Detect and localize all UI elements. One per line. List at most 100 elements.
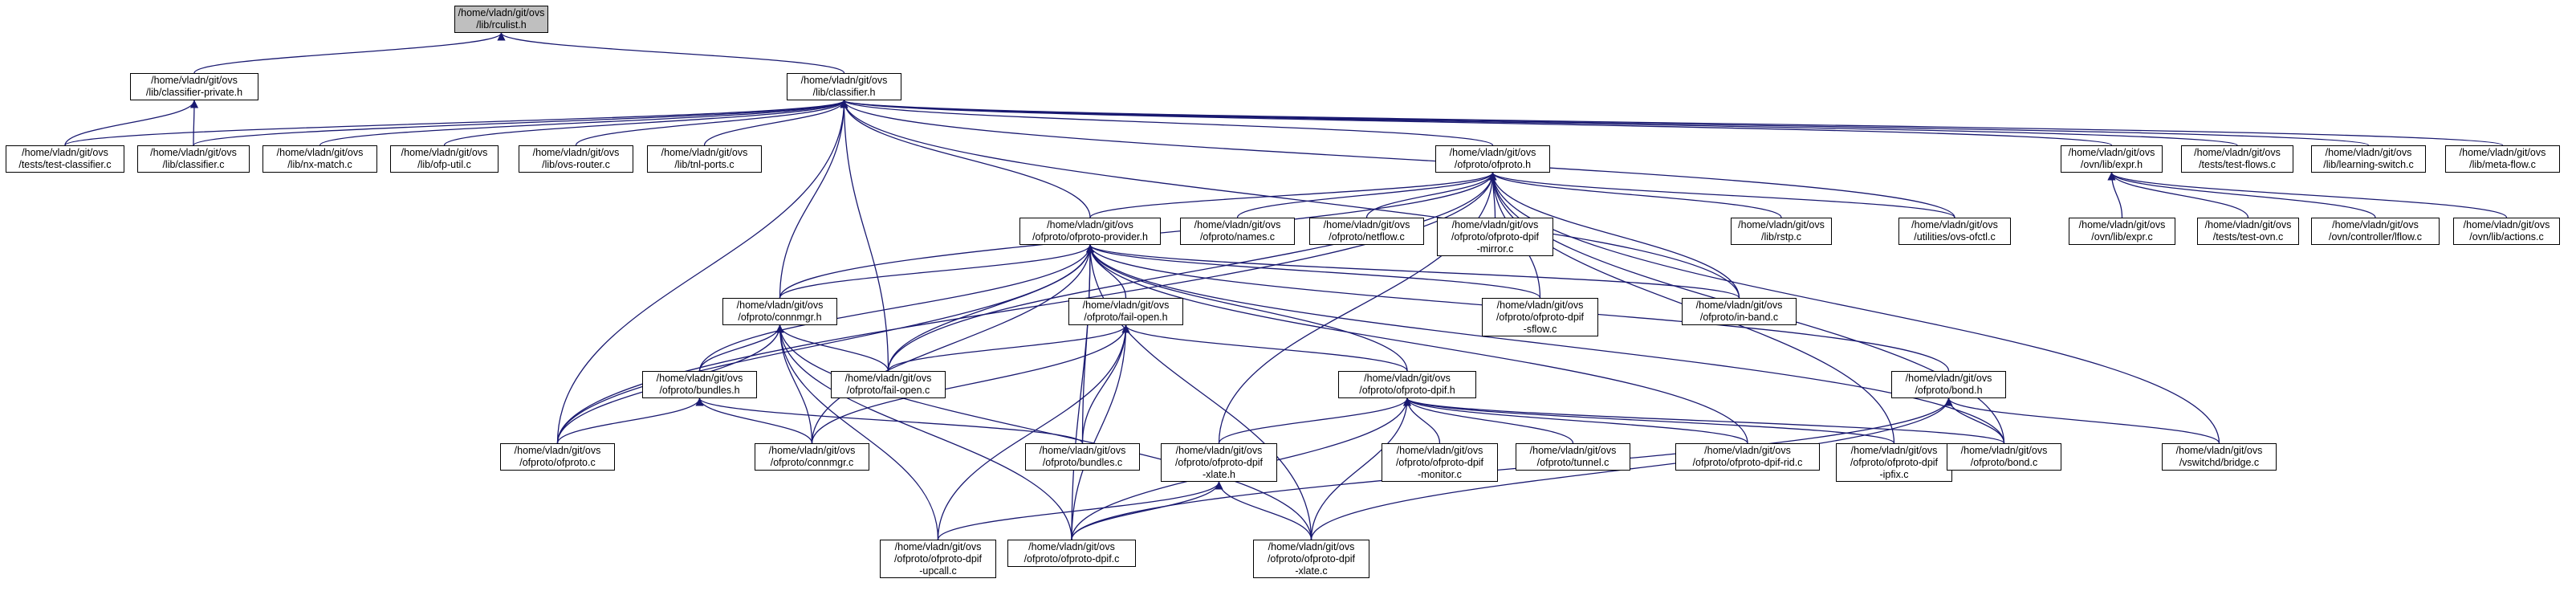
edge-connmgr-c-to-connmgr-h	[775, 324, 813, 444]
node-ofproto-c[interactable]: /home/vladn/git/ovs/ofproto/ofproto.c	[500, 443, 615, 471]
node-label-line: /tests/test-classifier.c	[18, 159, 112, 170]
edge-ofproto-c-to-classifier-h	[556, 100, 848, 444]
edge-connmgr-h-to-classifier-h	[779, 100, 848, 299]
edge-dpif-xlate-c-to-dpif-xlate-h	[1215, 481, 1312, 540]
node-connmgr-h[interactable]: /home/vladn/git/ovs/ofproto/connmgr.h	[722, 298, 837, 325]
node-rstp-c[interactable]: /home/vladn/git/ovs/lib/rstp.c	[1731, 218, 1832, 245]
node-label-line: /ovn/controller/lflow.c	[2328, 231, 2423, 243]
node-rculist-h[interactable]: /home/vladn/git/ovs/lib/rculist.h	[454, 6, 548, 33]
edge-nx-match-c-to-classifier-h	[319, 100, 848, 146]
node-dpif-mirror-c[interactable]: /home/vladn/git/ovs/ofproto/ofproto-dpif…	[1437, 218, 1553, 256]
node-test-flows-c[interactable]: /home/vladn/git/ovs/tests/test-flows.c	[2181, 145, 2293, 173]
node-test-classifier-c[interactable]: /home/vladn/git/ovs/tests/test-classifie…	[6, 145, 124, 173]
node-test-ovn-c[interactable]: /home/vladn/git/ovs/tests/test-ovn.c	[2197, 218, 2299, 245]
node-label-line: /ofproto/fail-open.c	[846, 385, 930, 396]
node-fail-open-c[interactable]: /home/vladn/git/ovs/ofproto/fail-open.c	[831, 371, 946, 398]
node-expr-h[interactable]: /home/vladn/git/ovs/ovn/lib/expr.h	[2061, 145, 2163, 173]
edge-connmgr-h-to-ofproto-provider-h	[779, 244, 1094, 299]
node-label-line: -upcall.c	[919, 565, 957, 577]
node-label-line: /home/vladn/git/ovs	[150, 147, 237, 158]
node-lflow-c[interactable]: /home/vladn/git/ovs/ovn/controller/lflow…	[2311, 218, 2440, 245]
node-label-line: /home/vladn/git/ovs	[1496, 299, 1584, 311]
node-label-line: /home/vladn/git/ovs	[1194, 219, 1281, 230]
node-label-line: /ofproto/ofproto-dpif	[1850, 456, 1939, 468]
node-label-line: /ofproto/ofproto-dpif.h	[1359, 385, 1455, 396]
node-connmgr-c[interactable]: /home/vladn/git/ovs/ofproto/connmgr.c	[755, 443, 869, 471]
node-dpif-rid-c[interactable]: /home/vladn/git/ovs/ofproto/ofproto-dpif…	[1675, 443, 1820, 471]
node-label-line: /tests/test-flows.c	[2199, 159, 2276, 170]
node-label-line: /ovn/lib/actions.c	[2469, 231, 2544, 243]
node-dpif-ipfix-c[interactable]: /home/vladn/git/ovs/ofproto/ofproto-dpif…	[1836, 443, 1952, 482]
edge-dpif-upcall-c-to-dpif-xlate-h	[937, 481, 1223, 540]
node-label-line: /ofproto/ofproto-dpif	[1267, 552, 1356, 565]
node-fail-open-h[interactable]: /home/vladn/git/ovs/ofproto/fail-open.h	[1068, 298, 1183, 325]
edge-fail-open-c-to-classifier-h	[840, 100, 889, 372]
node-learning-switch-c[interactable]: /home/vladn/git/ovs/lib/learning-switch.…	[2311, 145, 2426, 173]
node-actions-c[interactable]: /home/vladn/git/ovs/ovn/lib/actions.c	[2453, 218, 2560, 245]
node-dpif-sflow-c[interactable]: /home/vladn/git/ovs/ofproto/ofproto-dpif…	[1482, 298, 1598, 336]
edge-lflow-c-to-expr-h	[2107, 172, 2376, 218]
node-label-line: /ofproto/fail-open.h	[1084, 312, 1168, 323]
edge-ovs-ofctl-c-to-ofproto-h	[1488, 172, 1955, 218]
node-label-line: /home/vladn/git/ovs	[661, 147, 748, 158]
node-bond-c[interactable]: /home/vladn/git/ovs/ofproto/bond.c	[1947, 443, 2061, 471]
node-bundles-h[interactable]: /home/vladn/git/ovs/ofproto/bundles.h	[642, 371, 757, 398]
node-label-line: /lib/ofp-util.c	[417, 159, 471, 170]
node-classifier-c[interactable]: /home/vladn/git/ovs/lib/classifier.c	[137, 145, 250, 173]
node-label-line: /lib/classifier.c	[162, 159, 225, 170]
node-label-line: /ofproto/names.c	[1199, 231, 1276, 243]
node-ovs-router-c[interactable]: /home/vladn/git/ovs/lib/ovs-router.c	[519, 145, 633, 173]
node-dpif-xlate-c[interactable]: /home/vladn/git/ovs/ofproto/ofproto-dpif…	[1253, 540, 1369, 578]
node-label-line: /ofproto/ofproto-dpif	[1451, 230, 1540, 243]
node-label-line: /ofproto/connmgr.h	[738, 312, 822, 323]
node-label-line: /home/vladn/git/ovs	[1738, 219, 1825, 230]
node-classifier-h[interactable]: /home/vladn/git/ovs/lib/classifier.h	[787, 73, 901, 100]
node-label-line: /home/vladn/git/ovs	[1850, 444, 1938, 456]
node-label-line: /home/vladn/git/ovs	[514, 445, 601, 456]
node-label-line: /home/vladn/git/ovs	[532, 147, 620, 158]
node-ofp-util-c[interactable]: /home/vladn/git/ovs/lib/ofp-util.c	[390, 145, 499, 173]
node-label-line: /ofproto/ofproto.h	[1454, 159, 1532, 170]
node-label-line: /vswitchd/bridge.c	[2179, 457, 2260, 468]
node-label-line: /home/vladn/git/ovs	[2194, 147, 2281, 158]
edge-in-band-c-to-ofproto-provider-h	[1086, 244, 1740, 299]
node-netflow-c[interactable]: /home/vladn/git/ovs/ofproto/netflow.c	[1309, 218, 1424, 245]
node-bundles-c[interactable]: /home/vladn/git/ovs/ofproto/bundles.c	[1025, 443, 1140, 471]
node-dpif-monitor-c[interactable]: /home/vladn/git/ovs/ofproto/ofproto-dpif…	[1382, 443, 1498, 482]
edge-ofproto-dpif-h-to-ofproto-provider-h	[1086, 244, 1408, 372]
node-ofproto-dpif-h[interactable]: /home/vladn/git/ovs/ofproto/ofproto-dpif…	[1338, 371, 1476, 398]
edge-test-flows-c-to-classifier-h	[840, 100, 2238, 146]
node-label-line: /home/vladn/git/ovs	[1905, 373, 1992, 384]
node-bond-h[interactable]: /home/vladn/git/ovs/ofproto/bond.h	[1891, 371, 2006, 398]
edge-classifier-h-to-rculist-h	[497, 32, 845, 74]
node-label-line: /home/vladn/git/ovs	[2325, 147, 2412, 158]
node-expr-c[interactable]: /home/vladn/git/ovs/ovn/lib/expr.c	[2069, 218, 2175, 245]
node-names-c[interactable]: /home/vladn/git/ovs/ofproto/names.c	[1180, 218, 1295, 245]
node-dpif-xlate-h[interactable]: /home/vladn/git/ovs/ofproto/ofproto-dpif…	[1161, 443, 1277, 482]
node-label-line: /home/vladn/git/ovs	[2204, 219, 2292, 230]
node-tunnel-c[interactable]: /home/vladn/git/ovs/ofproto/tunnel.c	[1516, 443, 1630, 471]
edge-dpif-upcall-c-to-fail-open-h	[937, 324, 1130, 540]
node-label-line: /ofproto/ofproto-dpif-rid.c	[1692, 457, 1803, 468]
node-dpif-upcall-c[interactable]: /home/vladn/git/ovs/ofproto/ofproto-dpif…	[880, 540, 996, 578]
node-ovs-ofctl-c[interactable]: /home/vladn/git/ovs/utilities/ovs-ofctl.…	[1898, 218, 2011, 245]
edge-ofproto-provider-h-to-ofproto-h	[1089, 172, 1497, 218]
node-nx-match-c[interactable]: /home/vladn/git/ovs/lib/nx-match.c	[262, 145, 377, 173]
edge-bridge-c-to-ofproto-h	[1488, 172, 2220, 444]
node-ofproto-h[interactable]: /home/vladn/git/ovs/ofproto/ofproto.h	[1435, 145, 1550, 173]
edge-layer	[64, 32, 2508, 540]
node-ofproto-dpif-c[interactable]: /home/vladn/git/ovs/ofproto/ofproto-dpif…	[1007, 540, 1136, 567]
node-label-line: /lib/nx-match.c	[287, 159, 352, 170]
edge-bundles-h-to-ofproto-provider-h	[698, 244, 1094, 372]
node-label-line: -xlate.h	[1203, 468, 1235, 480]
node-classifier-private-h[interactable]: /home/vladn/git/ovs/lib/classifier-priva…	[130, 73, 258, 100]
node-in-band-c[interactable]: /home/vladn/git/ovs/ofproto/in-band.c	[1682, 298, 1797, 325]
node-ofproto-provider-h[interactable]: /home/vladn/git/ovs/ofproto/ofproto-prov…	[1019, 218, 1161, 245]
node-tnl-ports-c[interactable]: /home/vladn/git/ovs/lib/tnl-ports.c	[647, 145, 762, 173]
node-meta-flow-c[interactable]: /home/vladn/git/ovs/lib/meta-flow.c	[2445, 145, 2560, 173]
node-bridge-c[interactable]: /home/vladn/git/ovs/vswitchd/bridge.c	[2162, 443, 2277, 471]
edge-dpif-xlate-c-to-ofproto-dpif-h	[1310, 397, 1411, 540]
node-label-line: /lib/rstp.c	[1760, 231, 1801, 243]
node-label-line: /home/vladn/git/ovs	[800, 75, 888, 86]
edge-test-classifier-c-to-classifier-h	[64, 100, 848, 146]
